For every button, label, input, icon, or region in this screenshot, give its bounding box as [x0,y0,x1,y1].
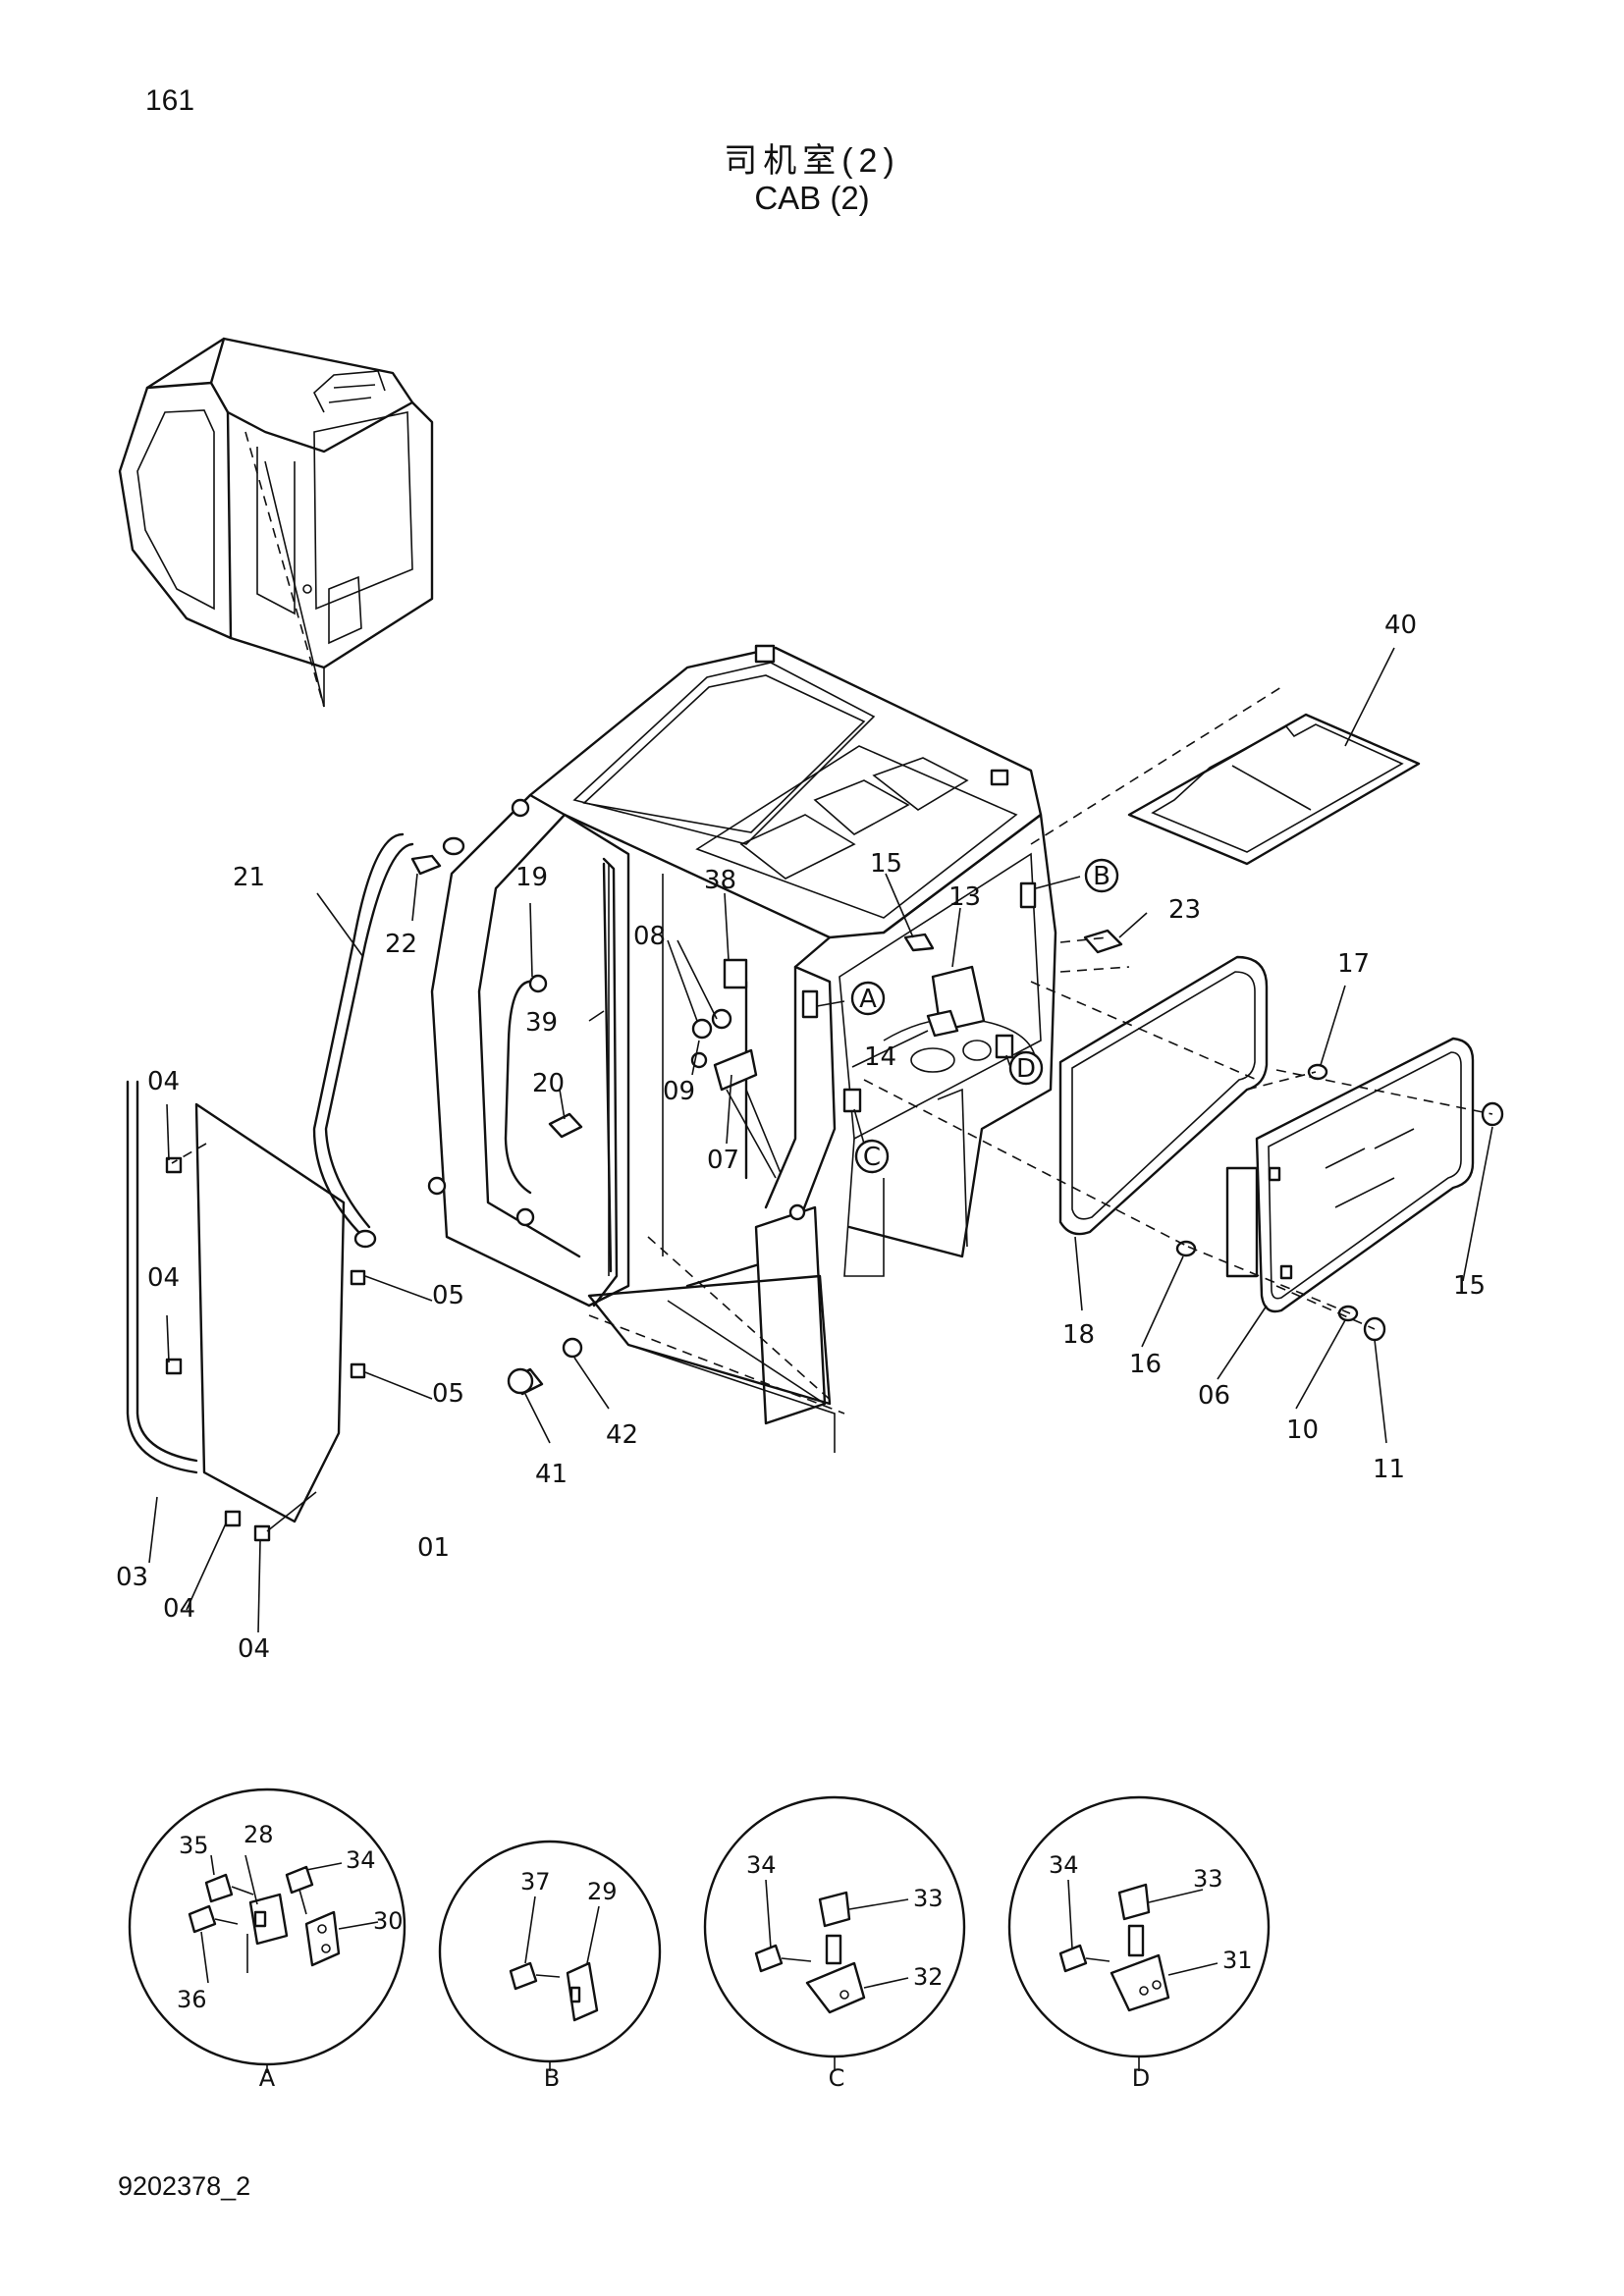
detail-B: 37 29 B [438,1840,662,2092]
callout-05-b: 05 [432,1379,464,1409]
callout-07: 07 [707,1146,739,1175]
callout-17: 17 [1337,949,1370,979]
drawing-number: 9202378_2 [118,2171,251,2201]
detail-C-label: C [829,2064,845,2092]
callout-18: 18 [1062,1320,1095,1350]
callout-19: 19 [515,863,548,892]
handrail [312,832,405,1239]
marker-B: B [1093,862,1110,891]
detail-D-part-31: 31 [1222,1947,1253,1974]
cab-overview-drawing [118,337,434,708]
detail-A-part-30: 30 [373,1907,404,1935]
callout-11: 11 [1373,1455,1405,1484]
callout-01: 01 [417,1533,450,1563]
callout-13: 13 [948,882,981,912]
callout-21: 21 [233,863,265,892]
cab-frame [427,644,1057,1425]
callout-12: 15 [1453,1271,1486,1301]
door-glass-panel [194,1102,346,1523]
rear-window-glass [1255,1037,1475,1313]
callout-39: 39 [525,1008,558,1038]
callout-40: 40 [1384,611,1417,640]
detail-A-part-35: 35 [179,1832,209,1859]
detail-A-label: A [259,2064,276,2092]
callout-04-a: 04 [147,1067,180,1096]
marker-C: C [863,1143,881,1172]
callout-06: 06 [1198,1381,1230,1411]
callout-labels: 01 03 04 04 04 04 15 05 05 06 07 08 09 1… [116,611,1486,1664]
weatherstrip [126,1080,198,1474]
callout-41: 41 [535,1460,568,1489]
detail-D-part-33: 33 [1193,1865,1223,1893]
detail-B-label: B [544,2064,560,2092]
callout-23: 23 [1168,895,1201,925]
detail-D-label: D [1132,2064,1150,2092]
detail-A-part-28: 28 [244,1821,274,1848]
callout-04-b: 04 [147,1263,180,1293]
detail-A-part-34: 34 [346,1846,376,1874]
callout-14: 14 [864,1042,896,1072]
callout-20: 20 [532,1069,565,1098]
detail-C-part-32: 32 [913,1963,944,1991]
detail-D: 34 33 31 D [1007,1795,1271,2092]
marker-D: D [1016,1054,1036,1084]
marker-A: A [859,985,877,1014]
detail-A: 35 28 34 30 36 A [128,1788,406,2092]
detail-C-part-33: 33 [913,1885,944,1912]
detail-C-part-34: 34 [746,1851,777,1879]
callout-38: 38 [704,866,736,895]
detail-B-part-29: 29 [587,1878,618,1905]
detail-A-part-36: 36 [177,1986,207,2013]
callout-04-c: 04 [163,1594,195,1624]
callout-22: 22 [385,930,417,959]
callout-42: 42 [606,1420,638,1450]
callout-10: 10 [1286,1415,1319,1445]
parts [126,431,1504,1542]
detail-D-part-34: 34 [1049,1851,1079,1879]
callout-05-a: 05 [432,1281,464,1310]
title-english: CAB (2) [754,180,870,216]
callout-03: 03 [116,1563,148,1592]
title-chinese: 司机室(2) [724,142,900,180]
window-seal [1058,955,1269,1236]
page-number: 161 [145,84,195,117]
leader-lines [148,647,1493,1633]
detail-B-part-37: 37 [520,1868,551,1896]
callout-08: 08 [633,922,666,951]
door-seal [592,857,619,1308]
callout-16: 16 [1129,1350,1162,1379]
reference-markers: A B C D [850,858,1119,1174]
detail-C: 34 33 32 C [703,1795,966,2092]
callout-04-d: 04 [238,1634,270,1664]
callout-09: 09 [663,1077,695,1106]
callout-15: 15 [870,849,902,879]
